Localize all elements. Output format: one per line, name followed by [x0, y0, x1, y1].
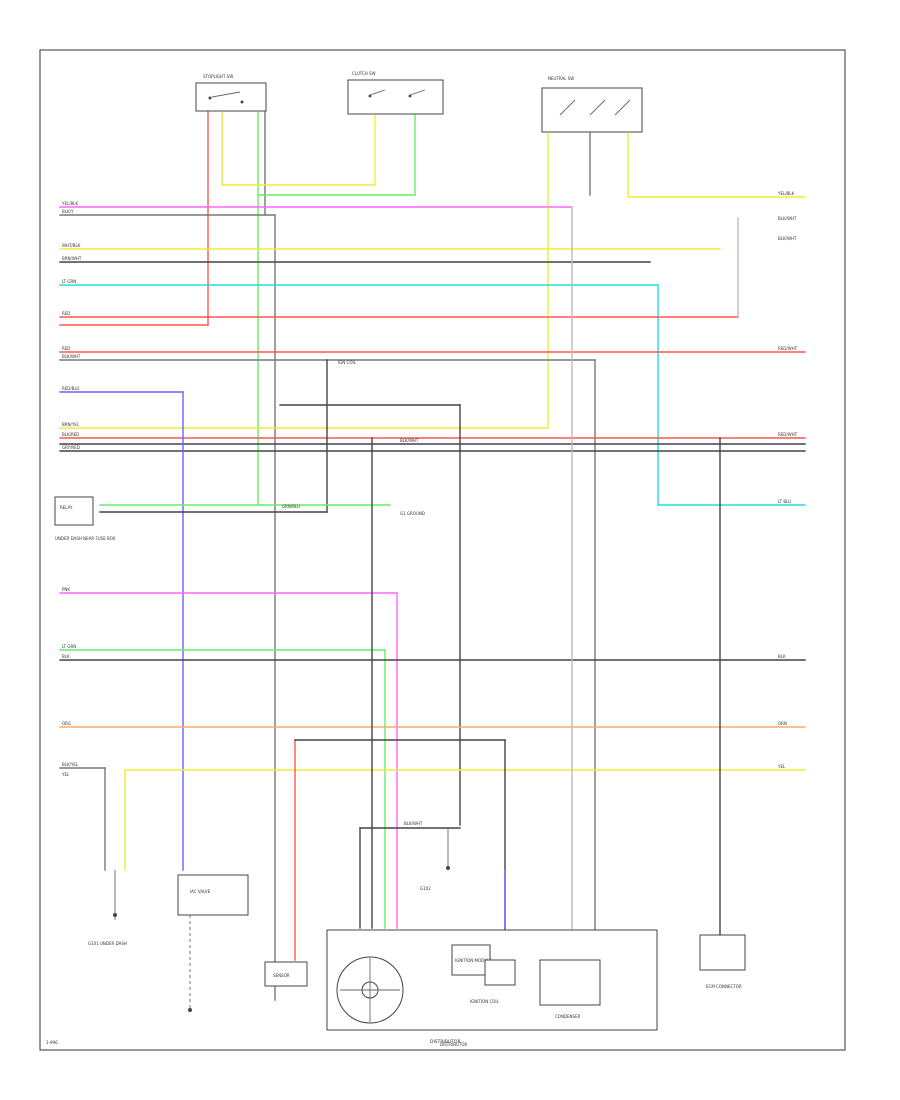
top-left-switch: STOPLIGHT SW [195, 74, 267, 112]
svg-text:RED/WHT: RED/WHT [778, 346, 798, 351]
svg-text:BLK/YEL: BLK/YEL [62, 762, 79, 767]
sensor-box-label: IAC VALVE [190, 889, 211, 894]
svg-text:BLK: BLK [62, 654, 70, 659]
ground-left-label: G101 UNDER DASH [88, 941, 127, 946]
distributor-label: DISTRIBUTOR [430, 1039, 461, 1045]
top-right-switch-label: NEUTRAL SW [548, 76, 574, 81]
svg-text:LT GRN: LT GRN [62, 644, 76, 649]
svg-text:BLK/WHT: BLK/WHT [404, 821, 423, 826]
svg-text:RED/WHT: RED/WHT [778, 432, 798, 437]
svg-text:LT BLU: LT BLU [778, 499, 791, 504]
svg-text:GRN/BLU: GRN/BLU [282, 504, 300, 509]
svg-text:ORN: ORN [778, 721, 787, 726]
right-ecm-connector: ECM CONNECTOR [699, 934, 746, 989]
svg-text:BLK: BLK [778, 654, 786, 659]
svg-text:LT GRN: LT GRN [62, 279, 76, 284]
svg-text:ORG: ORG [62, 721, 71, 726]
sensor-left-label: SENSOR [273, 973, 290, 978]
right-labels: YEL/BLK BLK/WHT BLK/WHT RED/WHT RED/WHT … [777, 191, 798, 769]
svg-text:BLK/Y: BLK/Y [62, 209, 74, 214]
ground-center-label: G102 [420, 886, 431, 891]
svg-text:BLK/RED: BLK/RED [62, 432, 79, 437]
sensor-left: SENSOR [264, 961, 308, 987]
side-relay: RELAY UNDER DASH NEAR FUSE BOX [54, 496, 116, 541]
svg-text:BRN/WHT: BRN/WHT [62, 256, 82, 261]
side-relay-label: RELAY [60, 505, 73, 510]
left-labels: YEL/BLK BLK/Y LT GRN RED WHT/BLK BRN/WHT… [61, 201, 82, 777]
ignition-coil-label: IGNITION COIL [470, 999, 500, 1004]
footer-caption: DISTRIBUTOR [440, 1042, 467, 1047]
top-center-switch: CLUTCH SW [347, 71, 444, 115]
svg-text:G1 GROUND: G1 GROUND [400, 511, 425, 516]
svg-text:GRY/RED: GRY/RED [62, 445, 80, 450]
svg-text:PNK: PNK [62, 587, 70, 592]
svg-text:YEL/BLK: YEL/BLK [61, 201, 79, 206]
top-right-switch: NEUTRAL SW [541, 76, 643, 133]
svg-text:BRN/YEL: BRN/YEL [62, 422, 80, 427]
ground-left: G101 UNDER DASH [88, 870, 127, 946]
svg-text:BLK/WHT: BLK/WHT [400, 438, 419, 443]
top-center-switch-label: CLUTCH SW [352, 71, 376, 76]
svg-text:RED: RED [62, 311, 70, 316]
svg-text:RED: RED [62, 346, 70, 351]
svg-text:BLK/WHT: BLK/WHT [778, 216, 797, 221]
top-left-switch-label: STOPLIGHT SW [203, 74, 233, 79]
ignition-module-label: IGNITION MODULE [455, 958, 492, 963]
diagram-frame [39, 49, 846, 1051]
top-drops [207, 111, 806, 506]
figure-id: 1-996 [46, 1040, 58, 1045]
svg-text:BLK/WHT: BLK/WHT [62, 354, 81, 359]
sensor-box: IAC VALVE [177, 874, 249, 1012]
distributor-assembly: DISTRIBUTOR IGNITION MODULE IGNITION COI… [326, 929, 658, 1045]
svg-text:YEL/BLK: YEL/BLK [777, 191, 795, 196]
svg-text:RED/BLU: RED/BLU [62, 386, 80, 391]
mid-labels: IGN COIL BLK/WHT GRN/BLU BLK/WHT G1 GROU… [282, 360, 425, 826]
svg-text:IGN COIL: IGN COIL [338, 360, 357, 365]
bus-wires [59, 206, 806, 1001]
condenser-label: CONDENSER [555, 1014, 581, 1019]
svg-text:BLK/WHT: BLK/WHT [778, 236, 797, 241]
side-relay-caption: UNDER DASH NEAR FUSE BOX [55, 536, 116, 541]
right-ecm-label: ECM CONNECTOR [706, 984, 742, 989]
svg-text:YEL: YEL [61, 772, 70, 777]
svg-text:WHT/BLK: WHT/BLK [62, 243, 81, 248]
svg-text:YEL: YEL [777, 764, 786, 769]
ground-center: G102 [420, 828, 450, 891]
